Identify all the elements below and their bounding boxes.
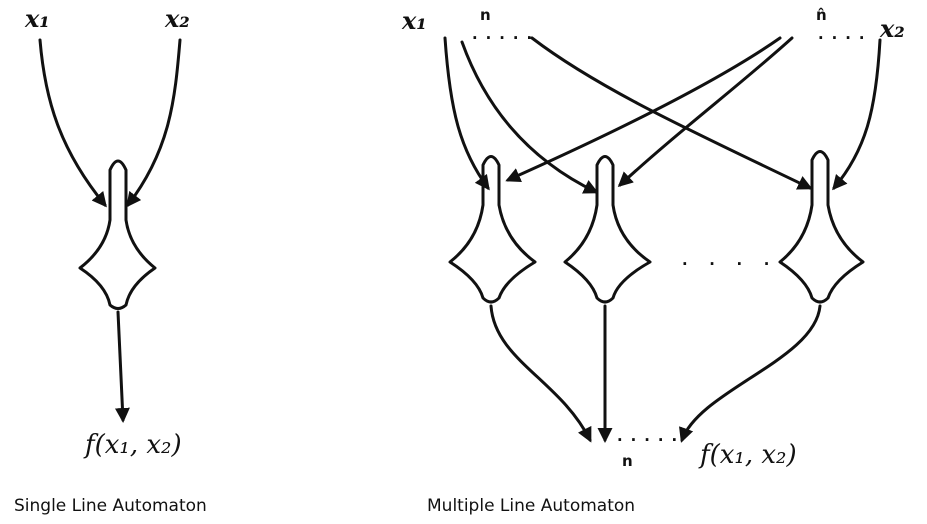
single-automaton (40, 40, 180, 420)
multiple-top-n-right: n̂ (816, 6, 827, 24)
automaton-1-output-wire (491, 306, 590, 440)
multiple-bottom-dots: ..... (615, 426, 683, 445)
multiple-bottom-n: n (622, 452, 633, 470)
single-output-wire (118, 312, 123, 420)
x2-to-automaton-1-wire (508, 38, 780, 180)
single-caption: Single Line Automaton (14, 496, 207, 516)
single-input-2-wire (128, 40, 180, 205)
single-input-x1-label: x₁ (25, 4, 50, 33)
automaton-n-output-wire (682, 306, 820, 440)
multiple-automaton (445, 38, 880, 440)
multiple-output-label: f(x₁, x₂) (700, 440, 797, 470)
single-output-label: f(x₁, x₂) (85, 430, 182, 460)
automaton-2-body (565, 157, 650, 303)
automaton-n-body (780, 152, 863, 303)
multiple-middle-dots: . . . . (680, 250, 775, 269)
single-input-x2-label: x₂ (165, 4, 190, 33)
multiple-top-dots-left: ..... (470, 24, 538, 43)
multiple-top-dots-right: .... (816, 24, 871, 43)
multiple-top-n-left: n (480, 6, 491, 24)
x2-to-automaton-n-wire (834, 40, 880, 188)
multiple-input-x2-label: x₂ (880, 14, 905, 43)
automaton-1-body (450, 157, 535, 303)
multiple-input-x1-label: x₁ (402, 6, 427, 35)
single-input-1-wire (40, 40, 105, 205)
x2-to-automaton-2-wire (620, 38, 792, 185)
multiple-caption: Multiple Line Automaton (427, 496, 635, 516)
